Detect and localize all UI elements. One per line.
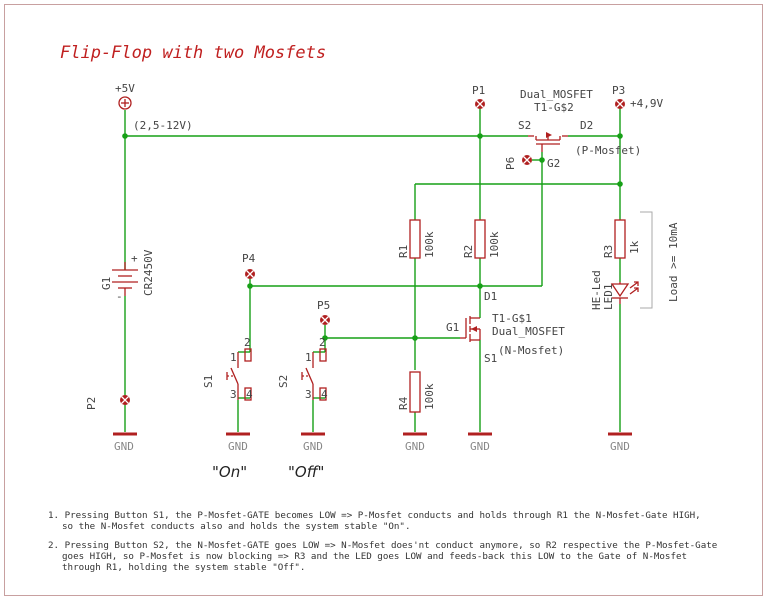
s2-pin3: 3: [305, 388, 312, 401]
s2-caption: "Off": [288, 463, 324, 481]
s1-pin4: 4: [246, 388, 253, 401]
led-type: HE-Led: [590, 270, 603, 310]
ground-s1: GND: [226, 432, 250, 453]
supply-label: +5V: [115, 82, 135, 95]
p4-label: P4: [242, 252, 256, 265]
p-mosfet: Dual_MOSFET T1-G$2 S2 D2 G2 (P-Mosfet): [518, 88, 641, 170]
battery-minus: -: [116, 290, 123, 303]
n-mosfet-source: S1: [484, 352, 497, 365]
battery-value: CR2450V: [142, 249, 155, 296]
r3-value: 1k: [628, 240, 641, 254]
note-2-line-1: 2. Pressing Button S2, the N-Mosfet-GATE…: [48, 540, 717, 551]
test-point-p2: P2: [85, 395, 130, 410]
ground-r4: GND: [403, 432, 427, 453]
resistor-r1: R1 100k: [397, 219, 436, 259]
n-mosfet-gate: G1: [446, 321, 459, 334]
s2-pin1: 1: [305, 351, 312, 364]
p6-label: P6: [504, 157, 517, 170]
n-mosfet-name: T1-G$1: [492, 312, 532, 325]
s1-caption: "On": [212, 463, 247, 481]
battery-g1: + - G1 CR2450V: [100, 249, 155, 303]
drawing-frame: [4, 4, 763, 596]
r4-name: R4: [397, 396, 410, 410]
ground-nmos: GND: [468, 432, 492, 453]
supply-range: (2,5-12V): [133, 119, 193, 132]
wires: [124, 108, 621, 432]
p3-label: P3: [612, 84, 625, 97]
p-mosfet-drain: D2: [580, 119, 593, 132]
ground-s2: GND: [301, 432, 325, 453]
gnd-label-6: GND: [610, 440, 630, 453]
test-point-p1: P1: [472, 84, 485, 109]
resistor-r4: R4 100k: [397, 371, 436, 413]
n-mosfet-lib: Dual_MOSFET: [492, 325, 565, 338]
gnd-label-4: GND: [405, 440, 425, 453]
test-point-p6: P6: [504, 155, 542, 170]
note-1-line-2: so the N-Mosfet conducts also and holds …: [62, 521, 410, 532]
ground-g1: GND: [113, 432, 137, 453]
n-mosfet-type: (N-Mosfet): [498, 344, 564, 357]
s1-pin2: 2: [244, 336, 251, 349]
load-annotation: Load >= 10mA: [640, 211, 680, 309]
test-point-p5: P5: [317, 299, 330, 325]
junction-dots: [122, 133, 623, 341]
load-label: Load >= 10mA: [667, 222, 680, 302]
n-mosfet-drain: D1: [484, 290, 497, 303]
led-led1: HE-Led LED1: [590, 270, 639, 311]
battery-plus: +: [131, 252, 138, 265]
resistor-r2: R2 100k: [462, 219, 501, 259]
led-name: LED1: [602, 284, 615, 311]
r1-name: R1: [397, 245, 410, 258]
gnd-label-5: GND: [470, 440, 490, 453]
resistor-r3: R3 1k: [602, 219, 641, 259]
s2-pin2: 2: [319, 336, 326, 349]
p-mosfet-type: (P-Mosfet): [575, 144, 641, 157]
test-point-p3: P3 +4,9V: [612, 84, 663, 110]
switch-s2: 1 2 3 4 S2 "Off": [277, 336, 328, 481]
r2-name: R2: [462, 245, 475, 258]
test-point-p4: P4: [242, 252, 256, 279]
r1-value: 100k: [423, 231, 436, 258]
gnd-label-1: GND: [114, 440, 134, 453]
p3-voltage: +4,9V: [630, 97, 663, 110]
r2-value: 100k: [488, 231, 501, 258]
gnd-label-3: GND: [303, 440, 323, 453]
notes: 1. Pressing Button S1, the P-Mosfet-GATE…: [48, 510, 717, 573]
s1-pin3: 3: [230, 388, 237, 401]
s2-name: S2: [277, 375, 290, 388]
p5-label: P5: [317, 299, 330, 312]
note-2-line-2: goes HIGH, so P-Mosfet is now blocking =…: [62, 551, 687, 562]
battery-name: G1: [100, 277, 113, 290]
ground-led: GND: [608, 432, 632, 453]
note-2-line-3: through R1, holding the system stable "O…: [62, 562, 305, 573]
p-mosfet-gate: G2: [547, 157, 560, 170]
supply-symbol: +5V (2,5-12V): [115, 82, 193, 132]
n-mosfet: D1 G1 S1 T1-G$1 Dual_MOSFET (N-Mosfet): [446, 290, 565, 365]
s1-name: S1: [202, 375, 215, 388]
switch-s1: 1 2 3 4 S1 "On": [202, 336, 253, 481]
p-mosfet-lib: Dual_MOSFET: [520, 88, 593, 101]
p-mosfet-name: T1-G$2: [534, 101, 574, 114]
p1-label: P1: [472, 84, 485, 97]
note-1-line-1: 1. Pressing Button S1, the P-Mosfet-GATE…: [48, 510, 701, 521]
s1-pin1: 1: [230, 351, 237, 364]
gnd-label-2: GND: [228, 440, 248, 453]
p-mosfet-source: S2: [518, 119, 531, 132]
schematic-title: Flip-Flop with two Mosfets: [60, 43, 326, 63]
r3-name: R3: [602, 245, 615, 258]
p2-label: P2: [85, 397, 98, 410]
r4-value: 100k: [423, 383, 436, 410]
s2-pin4: 4: [321, 388, 328, 401]
